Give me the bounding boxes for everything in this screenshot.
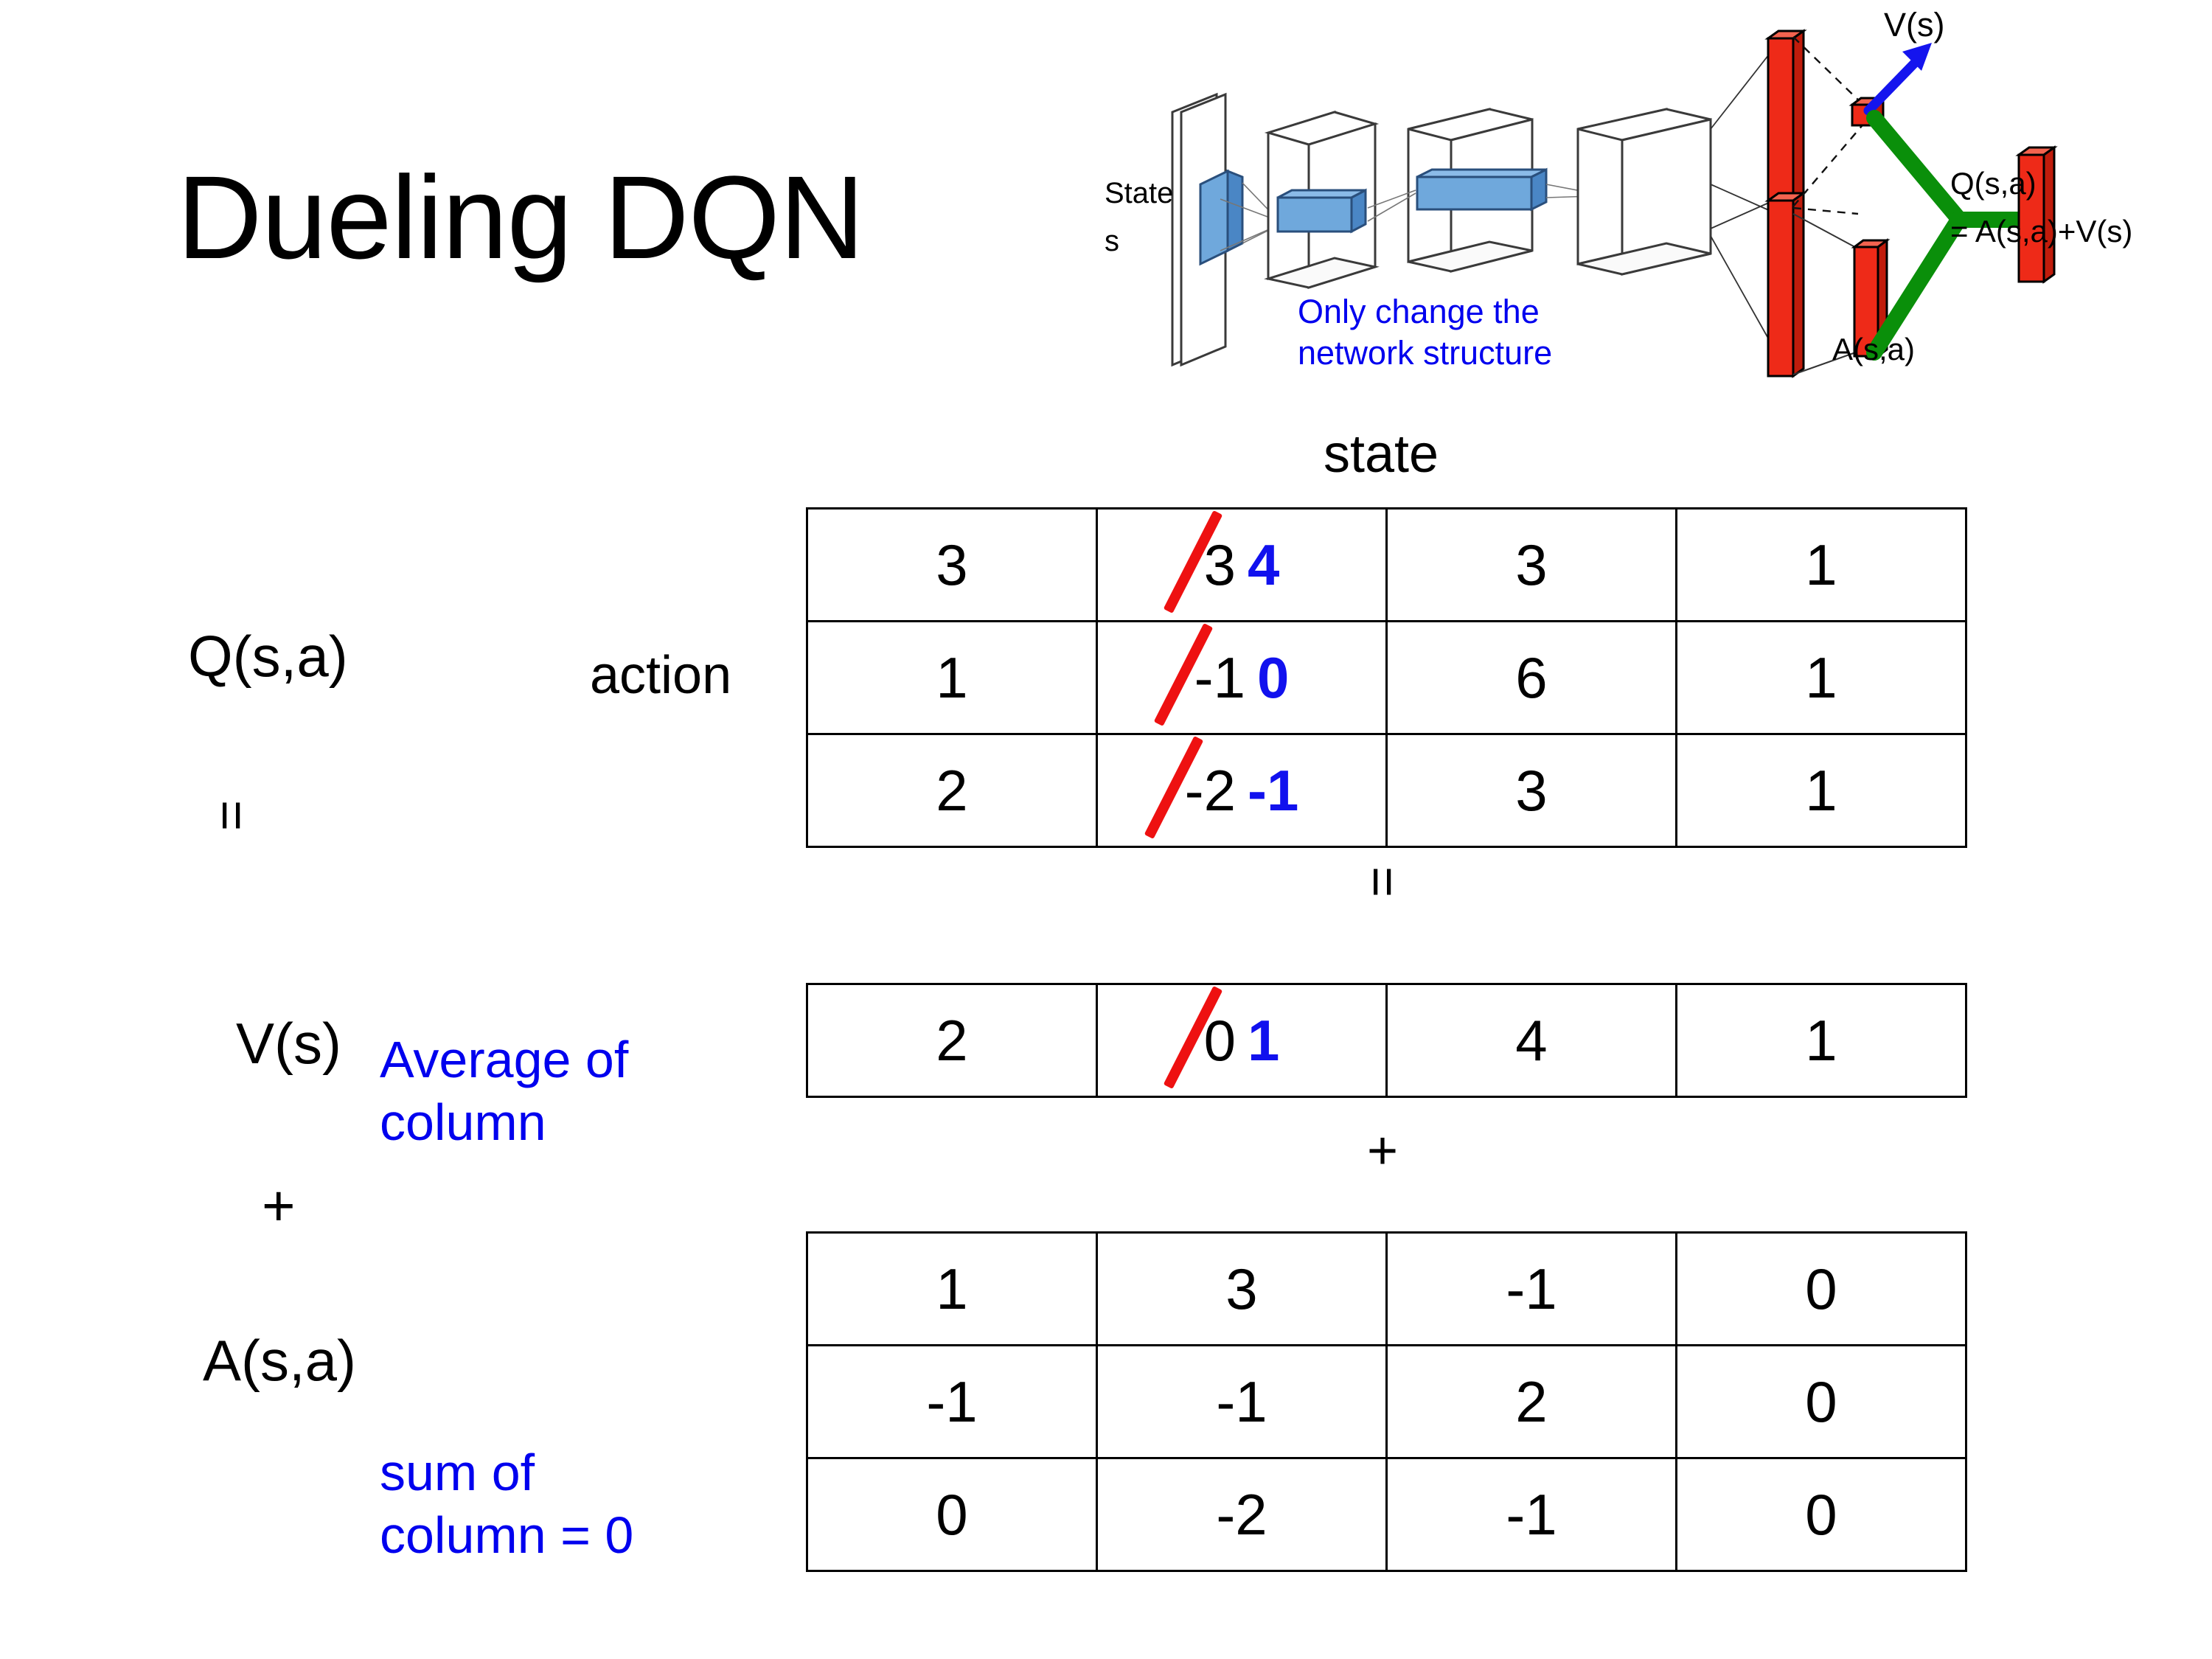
struck-old-value: 0 — [1203, 1007, 1236, 1073]
diagram-q-label-line1: Q(s,a) — [1950, 166, 2037, 201]
equals-sign-between-tables: = — [1353, 866, 1412, 898]
table-cell: -2 — [1096, 1457, 1388, 1572]
a-table-label: A(s,a) — [203, 1328, 357, 1393]
table-cell: 1 — [806, 1231, 1098, 1346]
average-of-column-note: Average of column — [380, 1031, 629, 1152]
table-cell: 1 — [1675, 983, 1967, 1098]
table-cell: 0 — [1675, 1344, 1967, 1459]
new-value: 1 — [1248, 1007, 1280, 1073]
new-value: 4 — [1248, 532, 1280, 597]
q-table-label: Q(s,a) — [188, 624, 348, 689]
table-cell: 3 — [806, 507, 1098, 622]
diagram-a-label: A(s,a) — [1832, 332, 1916, 366]
table-cell: 3 — [1385, 507, 1677, 622]
v-table-label: V(s) — [236, 1011, 341, 1076]
struck-old-value: -1 — [1194, 644, 1245, 710]
table-cell: 0 — [1675, 1231, 1967, 1346]
diagram-v-label: V(s) — [1884, 6, 1945, 44]
table-cell: 0 — [806, 1457, 1098, 1572]
plus-sign-between-tables: + — [1366, 1121, 1399, 1180]
struck-old-value: 3 — [1203, 532, 1236, 597]
table-cell: -1 — [1385, 1457, 1677, 1572]
sum-of-column-note: sum of column = 0 — [380, 1444, 634, 1565]
new-value: -1 — [1248, 757, 1299, 823]
table-cell: 1 — [806, 620, 1098, 735]
table-cell: -1 — [806, 1344, 1098, 1459]
diagram-q-label-line2: = A(s,a)+V(s) — [1950, 214, 2133, 248]
table-cell: -1 — [1096, 1344, 1388, 1459]
table-cell: 3 — [1096, 1231, 1388, 1346]
plus-sign-left: + — [262, 1173, 296, 1238]
state-axis-label: state — [1323, 425, 1439, 484]
table-cell: 4 — [1385, 983, 1677, 1098]
page-title: Dueling DQN — [177, 151, 865, 283]
action-axis-label: action — [590, 646, 732, 705]
table-cell: 1 — [1675, 620, 1967, 735]
table-cell: 2 — [1385, 1344, 1677, 1459]
table-cell: -1 — [1385, 1231, 1677, 1346]
diagram-state-label: State — [1105, 177, 1174, 209]
dueling-network-diagram — [1091, 0, 2212, 402]
diagram-state-sub-label: s — [1105, 225, 1119, 257]
table-cell: 6 — [1385, 620, 1677, 735]
table-cell: 3 — [1385, 733, 1677, 848]
table-cell: 1 — [1675, 507, 1967, 622]
struck-old-value: -2 — [1184, 757, 1236, 823]
diagram-note: Only change the network structure — [1298, 293, 1553, 372]
table-cell: 2 — [806, 733, 1098, 848]
new-value: 0 — [1256, 644, 1290, 710]
table-cell: 2 — [806, 983, 1098, 1098]
equals-sign-left: = — [202, 800, 261, 832]
table-cell: 0 — [1675, 1457, 1967, 1572]
table-cell: 1 — [1675, 733, 1967, 848]
table-cell-edited: -2-1 — [1096, 733, 1388, 848]
